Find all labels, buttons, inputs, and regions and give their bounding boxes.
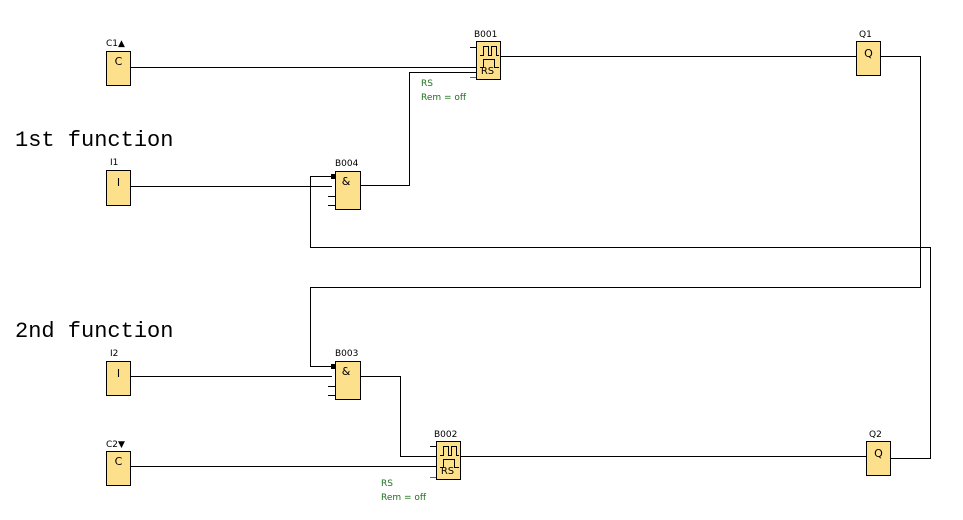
block-label-c1: C1▲ — [106, 39, 125, 49]
block-c2[interactable]: C — [106, 451, 131, 486]
block-label-c2: C2▼ — [106, 440, 125, 450]
heading-2nd-function: 2nd function — [15, 319, 174, 344]
block-b002-rs[interactable]: RS — [436, 441, 461, 480]
block-i1[interactable]: I — [106, 170, 131, 206]
block-label-q1: Q1 — [859, 30, 872, 40]
block-label-b004: B004 — [335, 159, 359, 169]
block-symbol: C — [114, 55, 123, 68]
pin-stub — [328, 386, 336, 396]
block-label-b002: B002 — [434, 430, 458, 440]
block-label-b001: B001 — [474, 30, 498, 40]
block-c1[interactable]: C — [106, 51, 131, 86]
pulse-relay-icon — [440, 446, 459, 468]
wire-b003-b002 — [361, 376, 436, 457]
negation-pin — [331, 174, 336, 179]
pulse-relay-icon — [480, 46, 499, 68]
b001-param-rem: Rem = off — [421, 93, 467, 103]
block-label-b003: B003 — [335, 349, 359, 359]
wire-b004-b001 — [361, 72, 476, 186]
and-symbol: & — [341, 365, 351, 378]
heading-1st-function: 1st function — [15, 128, 174, 153]
b001-param-type: RS — [421, 79, 433, 89]
b002-param-type: RS — [381, 479, 393, 489]
block-i2[interactable]: I — [106, 361, 131, 396]
block-symbol: Q — [864, 47, 873, 60]
wire-q2-b004 — [310, 176, 931, 459]
b002-param-rem: Rem = off — [381, 493, 427, 503]
rs-symbol: RS — [480, 66, 495, 77]
block-q1[interactable]: Q — [856, 41, 881, 76]
block-b001-rs[interactable]: RS — [476, 41, 501, 80]
block-b003-and[interactable]: & — [335, 361, 361, 400]
and-symbol: & — [341, 175, 351, 188]
block-label-i1: I1 — [110, 158, 119, 168]
negation-pin — [331, 364, 336, 369]
pin-stub — [328, 196, 336, 206]
block-symbol: Q — [874, 447, 883, 460]
block-symbol: I — [116, 176, 121, 189]
block-b004-and[interactable]: & — [335, 171, 361, 210]
block-q2[interactable]: Q — [866, 441, 891, 476]
block-label-q2: Q2 — [869, 430, 882, 440]
block-symbol: I — [116, 367, 121, 380]
block-label-i2: I2 — [110, 349, 119, 359]
wire-q1-b003 — [310, 56, 921, 367]
block-symbol: C — [114, 455, 123, 468]
rs-symbol: RS — [440, 466, 455, 477]
